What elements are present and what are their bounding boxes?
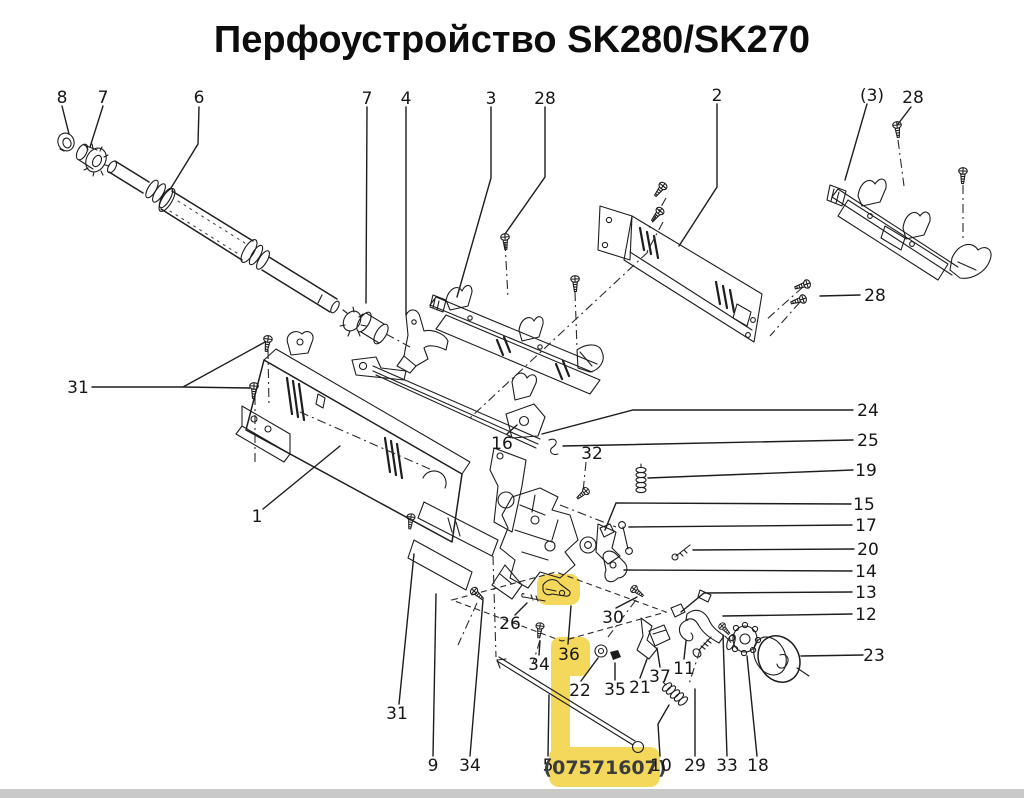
part-rod-5 (496, 656, 645, 754)
part-spring-19 (635, 463, 647, 494)
part-ring-8 (57, 132, 75, 152)
callout-14: 14 (855, 562, 877, 582)
part-bellcrank-14 (602, 550, 628, 583)
part-roller-shaft-6 (106, 160, 340, 314)
part-s-hook-25 (548, 438, 559, 455)
part-lever-4 (396, 309, 449, 374)
part-pin-20 (675, 544, 691, 557)
part-washer-22 (594, 644, 608, 658)
callout-32: 32 (581, 444, 603, 464)
part-frame-1 (235, 331, 471, 543)
callout-6: 6 (194, 88, 205, 108)
callout-11: 11 (673, 659, 695, 679)
callout-7b: 7 (362, 89, 373, 109)
callout-28b: 28 (902, 88, 924, 108)
callout-3p: (3) (860, 86, 884, 106)
callout-19: 19 (855, 461, 877, 481)
callout-17: 17 (855, 516, 877, 536)
part-gear-18 (726, 621, 762, 657)
callout-21: 21 (629, 678, 651, 698)
callout-15: 15 (853, 495, 875, 515)
callout-23: 23 (863, 646, 885, 666)
callout-10: 10 (650, 756, 672, 776)
callout-34b: 34 (459, 756, 481, 776)
callout-5: 5 (543, 756, 554, 776)
part-plate-37 (648, 624, 671, 647)
callout-30: 30 (602, 608, 624, 628)
callout-7a: 7 (98, 88, 109, 108)
callout-9: 9 (428, 756, 439, 776)
callout-37: 37 (649, 667, 671, 687)
part-die-plates (407, 501, 499, 591)
part-nut-35 (610, 650, 621, 660)
callout-36: 36 (558, 645, 580, 665)
highlight-stem (551, 660, 570, 756)
callout-34a: 34 (528, 655, 550, 675)
callout-28a: 28 (534, 89, 556, 109)
highlight-part-36-area (537, 574, 580, 605)
part-feed-bar-24 (351, 356, 541, 449)
callout-18: 18 (747, 756, 769, 776)
callout-31a: 31 (67, 378, 89, 398)
callout-1: 1 (252, 507, 263, 527)
callout-22: 22 (569, 681, 591, 701)
part-highlighted-latch-36 (542, 579, 571, 597)
part-plate-2 (597, 205, 763, 343)
callout-13: 13 (855, 583, 877, 603)
scan-edge-strip (0, 789, 1024, 798)
callout-26: 26 (499, 614, 521, 634)
part-knob-7 (75, 143, 110, 177)
callout-3: 3 (486, 89, 497, 109)
part-link-17 (622, 526, 629, 550)
centerlines (254, 139, 964, 685)
part-crank-12 (685, 609, 725, 644)
callout-31b: 31 (386, 704, 408, 724)
highlight-marks (537, 574, 660, 787)
part-lever-21 (636, 617, 658, 660)
part-punch-block-9 (491, 487, 621, 600)
highlight-part-number (549, 747, 660, 787)
part-pin-13 (670, 603, 686, 618)
part-hook-11 (678, 619, 694, 642)
part-knob-23 (753, 635, 810, 683)
callout-28c: 28 (864, 286, 886, 306)
callout-20: 20 (857, 540, 879, 560)
callout-29: 29 (684, 756, 706, 776)
callout-33: 33 (716, 756, 738, 776)
callout-24: 24 (857, 401, 879, 421)
callout-16: 16 (491, 434, 513, 454)
part-pin-26 (521, 593, 546, 602)
callout-4: 4 (401, 89, 412, 109)
leader-lines (61, 103, 912, 757)
page-title: Перфоустройство SK280/SK270 (214, 19, 810, 61)
callout-part-number: (07571607) (543, 757, 666, 779)
callout-8: 8 (57, 88, 68, 108)
part-spring-10 (661, 681, 689, 706)
callout-12: 12 (855, 605, 877, 625)
part-claw-bracket-3 (429, 284, 604, 395)
assembly-outline-dashed (450, 571, 668, 642)
callout-35: 35 (604, 680, 626, 700)
callout-2: 2 (712, 86, 723, 106)
callout-25: 25 (857, 431, 879, 451)
part-small-links (521, 438, 725, 660)
part-knob-gear-7b (339, 306, 389, 345)
part-claw-bracket-3-right (826, 178, 992, 281)
